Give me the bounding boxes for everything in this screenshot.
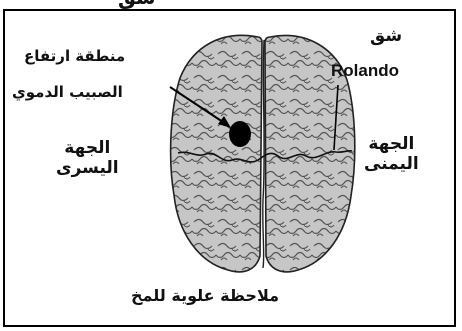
- diagram-caption: ملاحظة علوية للمخ: [131, 287, 279, 305]
- right-side-label: الجهة اليمنى: [364, 135, 419, 174]
- longitudinal-fissure: [263, 40, 264, 268]
- blood-flow-label-line2: الصبيب الدموي: [12, 84, 123, 101]
- left-hemisphere: [171, 35, 262, 272]
- left-side-label: الجهة اليسرى: [56, 139, 119, 178]
- fissure-label-rolando: Rolando: [331, 61, 399, 81]
- blood-flow-label-line1: منطقة ارتفاع: [24, 48, 125, 65]
- fissure-label-arabic: شق: [370, 27, 402, 47]
- blood-flow-spot: [229, 121, 251, 147]
- top-label: شق: [118, 0, 156, 9]
